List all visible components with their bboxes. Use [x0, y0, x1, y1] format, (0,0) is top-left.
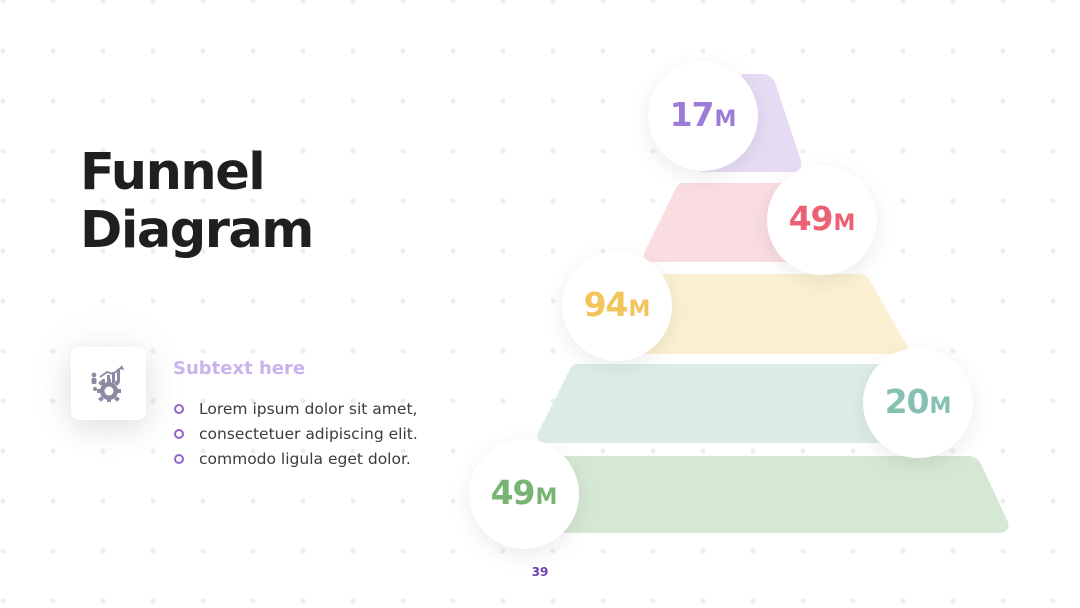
- funnel-band-3: [600, 274, 908, 354]
- funnel-value: 20: [884, 382, 930, 421]
- bullet-dot: [174, 428, 184, 439]
- title-line-1: Funnel: [80, 143, 266, 202]
- bullet-dot: [174, 403, 184, 414]
- bullet-list: Lorem ipsum dolor sit amet, consectetuer…: [174, 396, 418, 471]
- bullet-item: consectetuer adipiscing elit.: [174, 421, 418, 446]
- funnel-level-5: [548, 456, 1009, 533]
- funnel-unit: M: [833, 211, 856, 236]
- funnel-value: 94: [583, 285, 629, 324]
- growth-chart-gear-icon: [91, 364, 124, 402]
- funnel-unit: M: [535, 485, 558, 510]
- bullet-item: commodo ligula eget dolor.: [174, 446, 418, 471]
- funnel-value: 17: [669, 95, 715, 134]
- bullet-item: Lorem ipsum dolor sit amet,: [174, 396, 418, 421]
- funnel-band-4: [537, 364, 934, 443]
- funnel-band-5: [548, 456, 1009, 533]
- funnel-unit: M: [628, 297, 651, 322]
- title-line-2: Diagram: [80, 201, 314, 260]
- funnel-unit: M: [714, 107, 737, 132]
- funnel-level-3: [600, 274, 908, 354]
- funnel-unit: M: [929, 394, 952, 419]
- slide-title: Funnel Diagram: [80, 143, 314, 260]
- bullet-dot: [174, 453, 184, 464]
- funnel-value: 49: [490, 473, 536, 512]
- bullet-text: Lorem ipsum dolor sit amet,: [199, 399, 418, 418]
- page-number: 39: [531, 565, 549, 579]
- funnel-value: 49: [788, 199, 834, 238]
- bullet-text: consectetuer adipiscing elit.: [199, 424, 418, 443]
- icon-card: [71, 347, 146, 420]
- bullet-text: commodo ligula eget dolor.: [199, 449, 411, 468]
- funnel-level-4: [537, 364, 934, 443]
- subtitle: Subtext here: [173, 358, 306, 379]
